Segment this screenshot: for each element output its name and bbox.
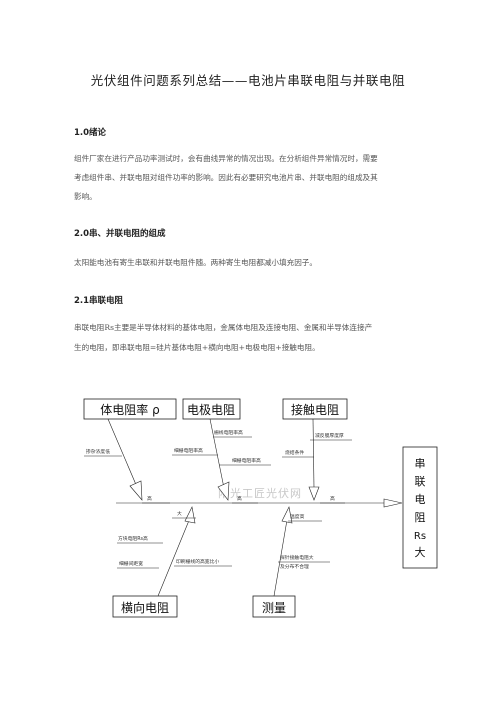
effect-char-4: 阻 xyxy=(415,511,426,524)
cause-contact-label: 接触电阻 xyxy=(291,402,339,417)
section-1-paragraph-line-1: 组件厂家在进行产品功率测试时，会有曲线异常的情况出现。在分析组件异常情况时，需要 xyxy=(74,154,378,163)
bone-lateral xyxy=(157,517,191,597)
cause-box-electrode xyxy=(182,398,241,420)
cause-bulk-label: 体电阻率 ρ xyxy=(100,402,159,417)
effect-char-2: 联 xyxy=(415,475,426,488)
arrowhead-electrode xyxy=(217,481,230,501)
label-bus-r2: 细栅电阻率高 xyxy=(232,457,261,464)
bone-contact xyxy=(312,418,315,489)
label-temp: 温度高 xyxy=(290,513,305,520)
section-2-paragraph: 太阳能电池有寄生串联和并联电阻件随。两种寄生电阻都减小填充因子。 xyxy=(74,258,317,267)
label-sinter-cond: 烧结条件 xyxy=(285,449,304,456)
arrowhead-measure xyxy=(281,506,293,524)
bone-electrode xyxy=(209,418,225,489)
watermark: 阳光工匠光伏网 xyxy=(218,486,302,500)
bone-bulk xyxy=(107,418,138,488)
section-1-paragraph-line-2: 考虑组件串、并联电阻对组件功率的影响。因此有必要研究电池片串、并联电阻的组成及其 xyxy=(74,173,378,182)
section-1-paragraph-line-3: 影响。 xyxy=(74,192,97,201)
effect-char-1: 串 xyxy=(415,457,426,470)
effect-char-3: 电 xyxy=(415,493,426,506)
label-busbar-r: 细栅电阻率高 xyxy=(174,447,203,454)
label-ratio: 印刷栅线的高宽比小 xyxy=(176,558,219,565)
section-2-1-paragraph-line-2: 生的电阻，即串联电阻=硅片基体电阻+横向电阻+电极电阻+接触电阻。 xyxy=(74,343,320,352)
arrowhead-lateral xyxy=(184,506,196,524)
bone-measure xyxy=(273,519,288,597)
section-2-1-heading: 2.1串联电阻 xyxy=(74,296,124,306)
label-sheet: 方块电阻Rs高 xyxy=(118,535,148,542)
cause-electrode-label: 电极电阻 xyxy=(187,403,235,417)
effect-box xyxy=(402,446,438,569)
label-doping: 掺杂浓度低 xyxy=(86,448,110,455)
label-high-3: 高 xyxy=(330,495,335,502)
label-big: 大 xyxy=(177,510,182,517)
cause-measure-label: 测量 xyxy=(262,601,286,615)
label-paste: 减反膜厚度厚 xyxy=(315,432,344,439)
section-2-1-paragraph-line-1: 串联电阻Rs主要是半导体材料的基体电阻，金属体电阻及连接电阻、金属和半导体连接产 xyxy=(74,323,373,332)
effect-char-6: 大 xyxy=(415,545,426,559)
section-2-heading: 2.0串、并联电阻的组成 xyxy=(74,229,166,239)
arrowhead-bulk xyxy=(129,480,143,501)
section-1-heading: 1.0绪论 xyxy=(74,128,107,138)
label-high-2: 高 xyxy=(237,495,242,502)
cause-box-bulk xyxy=(83,398,177,420)
label-uniform: 及分布不合理 xyxy=(280,563,309,570)
label-high-1: 高 xyxy=(147,495,152,502)
label-grid-r: 栅线电阻率高 xyxy=(214,429,243,436)
effect-char-5: Rs xyxy=(414,531,426,542)
label-probe: 探针接触电阻大 xyxy=(280,554,314,561)
document-title: 光伏组件问题系列总结——电池片串联电阻与并联电阻 xyxy=(90,73,406,88)
cause-lateral-label: 横向电阻 xyxy=(121,600,169,615)
cause-box-contact xyxy=(282,398,348,420)
cause-box-lateral xyxy=(112,595,178,618)
arrowhead-contact xyxy=(308,486,320,501)
spine-arrowhead xyxy=(383,498,403,508)
label-spacing: 细栅间距宽 xyxy=(119,560,143,567)
